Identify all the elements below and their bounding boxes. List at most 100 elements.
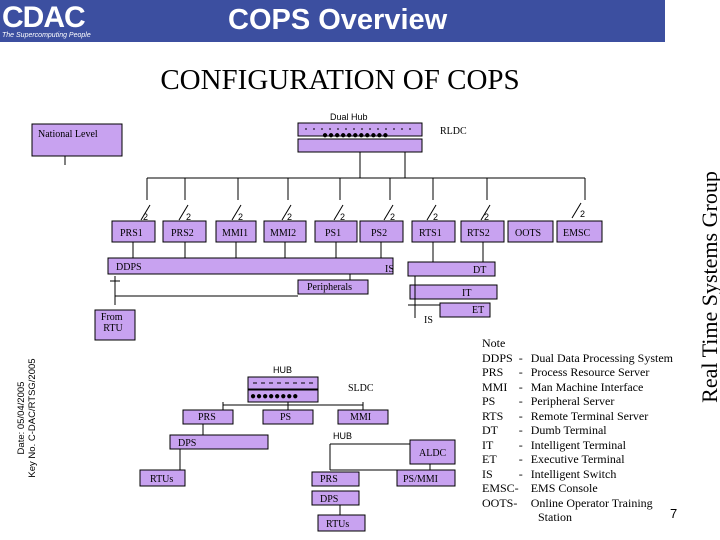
- logo-text: CDAC: [2, 1, 86, 34]
- it-bar: [409, 284, 498, 300]
- note-entry-desc: Peripheral Server: [530, 394, 615, 408]
- node-prs1-label: PRS1: [120, 228, 143, 239]
- prs-bottom-box: [311, 471, 360, 487]
- two-label-6: 2: [390, 212, 395, 222]
- sldc-mmi-label: MMI: [350, 412, 371, 423]
- note-entry-sep: -: [518, 452, 523, 466]
- page-number: 7: [670, 506, 678, 521]
- note-entry-abbr: ET: [482, 452, 497, 466]
- note-tail: Station: [538, 510, 573, 524]
- note-entry-abbr: DT: [482, 423, 498, 437]
- sldc-ps-label: PS: [280, 412, 291, 423]
- note-entry: IT-Intelligent Terminal: [482, 438, 673, 453]
- note-entry: MMI-Man Machine Interface: [482, 380, 673, 395]
- svg-text:●●●●●●●●●●●: ●●●●●●●●●●●: [322, 130, 388, 141]
- note-entry-sep: -: [518, 437, 523, 452]
- side-date-line1: Date: 05/04/2005: [16, 381, 27, 455]
- node-emsc-label: EMSC: [563, 228, 591, 239]
- dual-hub-box: [297, 122, 423, 137]
- note-entry-desc: Online Operator Training: [530, 495, 653, 510]
- note-entry-sep: -: [518, 423, 523, 437]
- note-entry-desc: Man Machine Interface: [530, 379, 644, 394]
- node-mmi2-label: MMI2: [270, 228, 296, 239]
- header-title: COPS Overview: [228, 4, 448, 36]
- is-top-label: IS: [385, 264, 394, 275]
- two-label-3: 2: [238, 212, 243, 222]
- note-entry-desc: Dual Data Processing System: [530, 350, 673, 365]
- note-entry-desc: Remote Terminal Server: [530, 408, 649, 423]
- sldc-label: SLDC: [348, 383, 374, 394]
- note-entry-sep: -: [518, 408, 523, 423]
- note-entry: PRS-Process Resource Server: [482, 365, 673, 380]
- node-rts2-label: RTS2: [467, 228, 490, 239]
- note-entry-abbr: RTS: [482, 408, 504, 423]
- two-label-2: 2: [186, 212, 191, 222]
- ps-mmi-box: [396, 469, 456, 487]
- sldc-mmi-box: [337, 409, 389, 425]
- dual-hub-label: Dual Hub: [330, 112, 368, 122]
- aldc-box: [409, 439, 456, 465]
- national-level-box: [31, 123, 123, 157]
- et-label: ET: [472, 305, 484, 316]
- rtus-left-label: RTUs: [150, 474, 173, 485]
- note-entry-abbr: OOTS-: [482, 495, 518, 510]
- note-entry-desc: Intelligent Terminal: [530, 437, 626, 452]
- is-mid-label: IS: [424, 315, 433, 326]
- it-label: IT: [462, 288, 471, 299]
- national-level-label: National Level: [38, 129, 98, 140]
- note-entry-desc: Process Resource Server: [530, 365, 650, 379]
- dps-label: DPS: [178, 438, 196, 449]
- sldc-prs-box: [182, 409, 234, 425]
- node-mmi1-label: MMI1: [222, 228, 248, 239]
- rtus-left-box: [139, 469, 186, 487]
- note-entry-sep: -: [518, 379, 523, 394]
- note-title: Note: [482, 336, 506, 350]
- ddps-label: DDPS: [116, 262, 142, 273]
- two-label-7: 2: [433, 212, 438, 222]
- ps-mmi-label: PS/MMI: [403, 474, 438, 485]
- dt-label: DT: [473, 265, 486, 276]
- rldc-label: RLDC: [440, 126, 467, 137]
- note-entry: EMSC- EMS Console: [482, 481, 673, 496]
- two-label-9: 2: [580, 209, 585, 219]
- note-entry-abbr: IS: [482, 466, 493, 481]
- note-entry-abbr: MMI: [482, 379, 508, 394]
- two-label-1: 2: [143, 212, 148, 222]
- rtus-bottom-box: [317, 514, 366, 532]
- sldc-hub-bottom: [247, 389, 319, 403]
- dps-bottom-box: [311, 490, 360, 506]
- two-label-4: 2: [287, 212, 292, 222]
- node-prs2-label: PRS2: [171, 228, 194, 239]
- prs-bottom-label: PRS: [320, 474, 338, 485]
- note-entry-abbr: PRS: [482, 365, 504, 379]
- note-entry-desc: EMS Console: [530, 481, 598, 495]
- dps-bottom-label: DPS: [320, 494, 338, 505]
- note-entry: RTS-Remote Terminal Server: [482, 409, 673, 424]
- note-entry: DDPS-Dual Data Processing System: [482, 351, 673, 366]
- side-date-label: Date: 05/04/2005 Key No. C-DAC/RTSG/2005: [16, 358, 38, 477]
- note-entry: DT -Dumb Terminal: [482, 423, 673, 438]
- note-entry-abbr: PS: [482, 394, 496, 408]
- aldc-label: ALDC: [419, 448, 447, 459]
- note-entry-desc: Dumb Terminal: [530, 423, 607, 437]
- node-oots: [507, 220, 554, 243]
- node-drops: [140, 178, 586, 221]
- peripherals-box: [297, 279, 369, 295]
- two-label-5: 2: [340, 212, 345, 222]
- et-box: [439, 302, 491, 318]
- note-entry-abbr: EMSC-: [482, 481, 519, 495]
- note-entry-desc: Executive Terminal: [530, 452, 625, 466]
- from-rtu-line1: From: [101, 312, 123, 323]
- hub1-label: HUB: [273, 365, 292, 375]
- note-entry: PS-Peripheral Server: [482, 394, 673, 409]
- dps-bar: [169, 434, 269, 450]
- note-entry-abbr: DDPS: [482, 350, 513, 365]
- peripherals-label: Peripherals: [307, 282, 352, 293]
- node-ps1-label: PS1: [325, 228, 341, 239]
- note-entry-sep: -: [518, 350, 523, 365]
- note-entry: IS-Intelligent Switch: [482, 467, 673, 482]
- header-bar: CDAC The Supercomputing People COPS Over…: [0, 0, 665, 42]
